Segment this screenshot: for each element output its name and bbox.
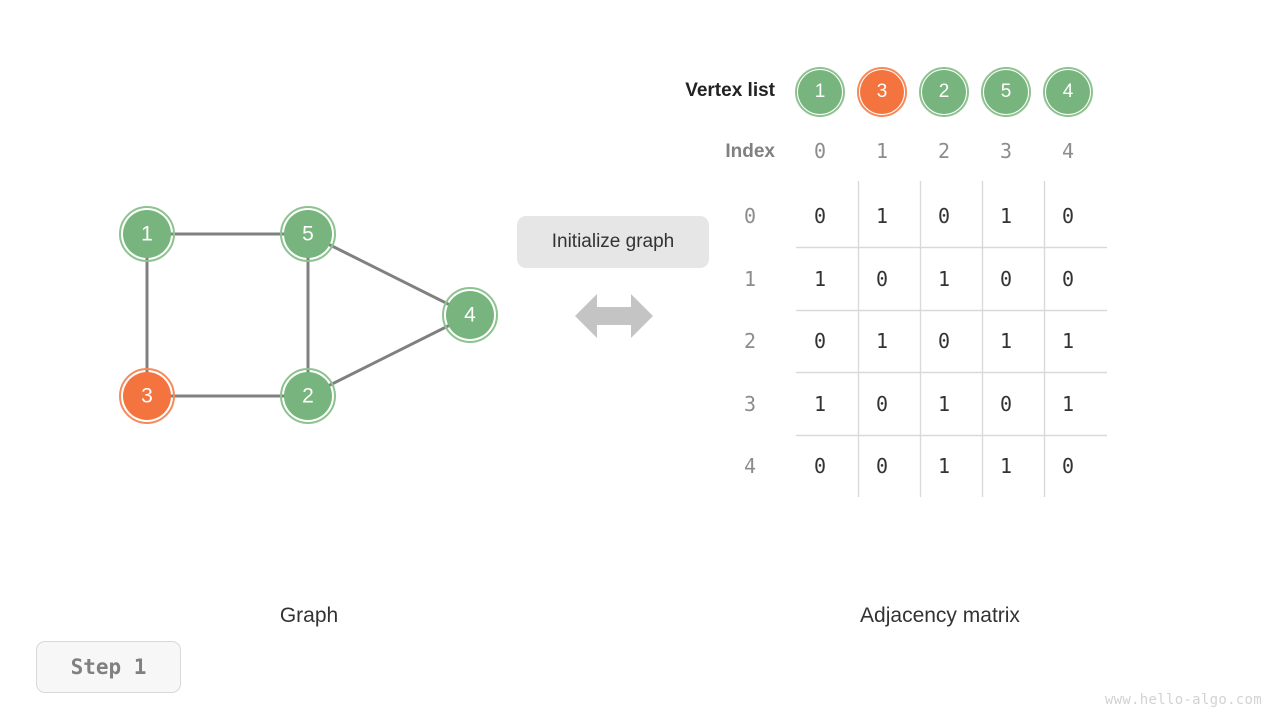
vertex-list-item-3[interactable]: 5 bbox=[981, 67, 1031, 117]
matrix-cell-0-3: 1 bbox=[999, 204, 1013, 228]
matrix-cell-2-4: 1 bbox=[1061, 329, 1075, 353]
adjacency-matrix-panel: Vertex list Index 1 3 2 5 4 0 1 2 bbox=[640, 0, 1280, 560]
graph-node-1-label: 1 bbox=[141, 222, 153, 245]
graph-panel: 1 5 4 3 2 bbox=[0, 0, 520, 560]
matrix-cell-2-3: 1 bbox=[999, 329, 1013, 353]
graph-caption: Graph bbox=[279, 604, 339, 627]
row-index-3: 3 bbox=[743, 392, 757, 416]
graph-node-5-label: 5 bbox=[302, 222, 314, 245]
graph-node-2-label: 2 bbox=[302, 384, 314, 407]
matrix-cell-0-1: 1 bbox=[875, 204, 889, 228]
row-index-4: 4 bbox=[743, 454, 757, 478]
matrix-cell-4-3: 1 bbox=[999, 454, 1013, 478]
graph-node-4-label: 4 bbox=[464, 303, 476, 326]
graph-node-2[interactable]: 2 bbox=[280, 368, 336, 424]
vertex-list-item-0[interactable]: 1 bbox=[795, 67, 845, 117]
matrix-cell-2-2: 0 bbox=[937, 329, 951, 353]
vertex-list-item-2-ring bbox=[919, 67, 969, 117]
vertex-list-item-1-label: 3 bbox=[876, 81, 888, 102]
matrix-caption: Adjacency matrix bbox=[860, 604, 1020, 627]
matrix-cell-4-2: 1 bbox=[937, 454, 951, 478]
vertex-list-item-0-ring bbox=[795, 67, 845, 117]
vertex-list-label: Vertex list bbox=[685, 80, 775, 101]
graph-node-1[interactable]: 1 bbox=[119, 206, 175, 262]
edge-5-4 bbox=[306, 232, 472, 317]
col-index-2: 2 bbox=[937, 139, 951, 163]
graph-node-5[interactable]: 5 bbox=[280, 206, 336, 262]
graph-node-3[interactable]: 3 bbox=[119, 368, 175, 424]
matrix-cell-3-3: 0 bbox=[999, 392, 1013, 416]
graph-node-5-ring bbox=[280, 206, 336, 262]
graph-node-1-ring bbox=[119, 206, 175, 262]
graph-node-3-ring bbox=[119, 368, 175, 424]
initialize-graph-label: Initialize graph bbox=[551, 231, 675, 252]
row-index-2: 2 bbox=[743, 329, 757, 353]
index-label: Index bbox=[725, 141, 775, 162]
step-badge[interactable]: Step 1 bbox=[36, 641, 181, 693]
step-badge-label: Step 1 bbox=[70, 655, 147, 679]
row-index-0: 0 bbox=[743, 204, 757, 228]
graph-node-3-label: 3 bbox=[141, 384, 153, 407]
matrix-cell-0-4: 0 bbox=[1061, 204, 1075, 228]
matrix-cell-1-0: 1 bbox=[813, 267, 827, 291]
graph-edges bbox=[145, 232, 472, 398]
matrix-cell-3-4: 1 bbox=[1061, 392, 1075, 416]
vertex-list-item-2[interactable]: 2 bbox=[919, 67, 969, 117]
matrix-cell-1-1: 0 bbox=[875, 267, 889, 291]
matrix-cell-3-0: 1 bbox=[813, 392, 827, 416]
matrix-cell-0-2: 0 bbox=[937, 204, 951, 228]
initialize-graph-pill[interactable]: Initialize graph bbox=[517, 216, 709, 268]
vertex-list-item-3-label: 5 bbox=[1000, 81, 1012, 102]
col-index-0: 0 bbox=[813, 139, 827, 163]
vertex-list-item-0-label: 1 bbox=[814, 81, 826, 102]
matrix-cell-1-4: 0 bbox=[1061, 267, 1075, 291]
vertex-list-item-1-ring bbox=[857, 67, 907, 117]
matrix-cell-3-1: 0 bbox=[875, 392, 889, 416]
watermark: www.hello-algo.com bbox=[1104, 692, 1262, 708]
col-index-1: 1 bbox=[875, 139, 889, 163]
col-index-3: 3 bbox=[999, 139, 1013, 163]
graph-node-4-ring bbox=[442, 287, 498, 343]
matrix-grid-lines bbox=[796, 181, 1107, 497]
graph-node-2-ring bbox=[280, 368, 336, 424]
vertex-list-item-4-label: 4 bbox=[1062, 81, 1074, 102]
vertex-list-item-1[interactable]: 3 bbox=[857, 67, 907, 117]
col-index-4: 4 bbox=[1061, 139, 1075, 163]
graph-node-4[interactable]: 4 bbox=[442, 287, 498, 343]
vertex-list-item-2-label: 2 bbox=[938, 81, 950, 102]
matrix-cell-3-2: 1 bbox=[937, 392, 951, 416]
vertex-list-item-4-ring bbox=[1043, 67, 1093, 117]
matrix-cell-4-4: 0 bbox=[1061, 454, 1075, 478]
vertex-list-item-3-ring bbox=[981, 67, 1031, 117]
matrix-cell-1-2: 1 bbox=[937, 267, 951, 291]
double-arrow-horizontal-icon bbox=[575, 292, 653, 340]
matrix-cell-2-0: 0 bbox=[813, 329, 827, 353]
row-index-1: 1 bbox=[743, 267, 757, 291]
matrix-cell-4-1: 0 bbox=[875, 454, 889, 478]
edge-2-4 bbox=[306, 313, 472, 398]
matrix-cell-2-1: 1 bbox=[875, 329, 889, 353]
matrix-cell-0-0: 0 bbox=[813, 204, 827, 228]
matrix-cell-4-0: 0 bbox=[813, 454, 827, 478]
vertex-list-item-4[interactable]: 4 bbox=[1043, 67, 1093, 117]
matrix-cell-1-3: 0 bbox=[999, 267, 1013, 291]
